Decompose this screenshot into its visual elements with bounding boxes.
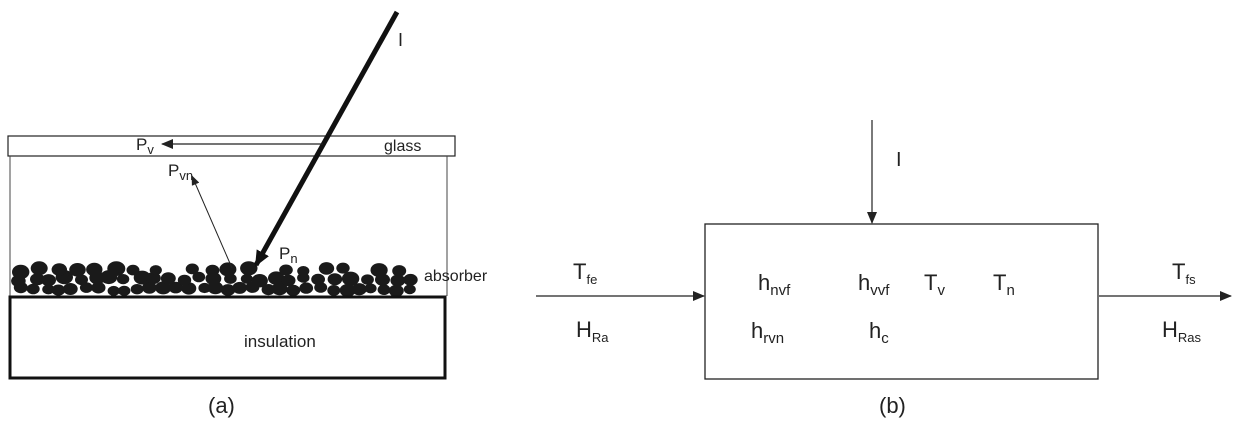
absorber-pebble: [205, 264, 220, 277]
inlet-temp-label: Tfe: [573, 259, 597, 287]
absorber-pebble: [327, 273, 343, 286]
irradiance-label: I: [896, 149, 902, 171]
pvn-reflection-arrow: [191, 175, 233, 269]
absorber-pebble: [12, 264, 30, 280]
coef-h-c: hc: [869, 318, 889, 347]
absorber-pebble: [107, 285, 120, 296]
incident-label: I: [398, 30, 403, 50]
absorber-pebble: [327, 285, 341, 296]
absorber-pebble: [251, 274, 268, 288]
absorber-pebble: [107, 261, 126, 276]
absorber-pebble: [311, 273, 325, 286]
absorber-pebble: [145, 272, 161, 285]
absorber-pebble: [118, 285, 131, 296]
absorber-pebble: [30, 261, 48, 276]
absorber-pebble: [79, 282, 93, 293]
absorber-pebble: [26, 283, 40, 295]
absorber-pebble: [339, 283, 356, 297]
absorber-pebble: [370, 263, 388, 278]
pv-label: Pv: [136, 135, 154, 157]
coef-h-nvf: hnvf: [758, 270, 791, 299]
absorber-pebble: [160, 272, 176, 285]
absorber-pebble: [51, 263, 67, 276]
absorber-pebble: [318, 262, 335, 275]
absorber-pebble: [297, 266, 310, 276]
absorber-pebble: [299, 282, 314, 294]
absorber-pebble: [42, 284, 55, 295]
coef-t-n: Tn: [993, 270, 1015, 299]
coef-h-rvn: hrvn: [751, 318, 784, 347]
absorber-pebble: [232, 281, 247, 294]
absorber-pebble-bed: [11, 261, 418, 297]
glass-cover: [7, 135, 456, 157]
absorber-pebble: [91, 281, 106, 294]
coef-h-vvf: hvvf: [858, 270, 890, 299]
absorber-pebble: [220, 284, 236, 296]
pn-label: Pn: [279, 244, 298, 266]
collector-box: [704, 223, 1099, 380]
outlet-humidity-label: HRas: [1162, 317, 1202, 345]
absorber-pebble: [271, 282, 288, 296]
absorber-pebble: [390, 274, 406, 287]
absorber-pebble: [364, 283, 377, 294]
absorber-pebble: [142, 281, 157, 294]
absorber-pebble: [130, 284, 144, 295]
absorber-pebble: [341, 271, 360, 286]
absorber-pebble: [177, 274, 192, 286]
caption-b: (b): [879, 393, 906, 418]
absorber-pebble: [185, 263, 199, 275]
absorber-pebble: [192, 271, 206, 283]
glass-label: glass: [384, 138, 421, 155]
absorber-pebble: [133, 270, 151, 285]
absorber-pebble: [336, 262, 350, 274]
coef-t-v: Tv: [924, 270, 945, 299]
absorber-pebble: [351, 283, 367, 296]
absorber-pebble: [240, 273, 253, 284]
caption-a: (a): [208, 393, 235, 418]
absorber-pebble: [168, 281, 183, 294]
outlet-temp-label: Tfs: [1172, 259, 1196, 287]
absorber-pebble: [403, 284, 416, 295]
absorber-pebble: [63, 283, 78, 295]
absorber-pebble: [286, 284, 301, 297]
absorber-pebble: [75, 274, 88, 286]
absorber-pebble: [86, 262, 103, 277]
absorber-pebble: [69, 263, 86, 277]
absorber-pebble: [219, 262, 237, 277]
absorber-pebble: [240, 261, 258, 276]
absorber-pebble: [279, 264, 293, 276]
inlet-humidity-label: HRa: [576, 317, 609, 345]
absorber-pebble: [281, 274, 296, 287]
absorber-pebble: [403, 273, 418, 286]
absorber-pebble: [126, 264, 140, 276]
absorber-pebble: [41, 274, 56, 287]
pvn-label: Pvn: [168, 161, 193, 183]
absorber-pebble: [361, 274, 374, 285]
insulation-label: insulation: [244, 332, 316, 351]
absorber-pebble: [30, 273, 45, 286]
absorber-pebble: [155, 281, 172, 295]
absorber-pebble: [116, 274, 130, 285]
absorber-pebble: [198, 282, 211, 294]
absorber-pebble: [377, 284, 391, 296]
absorber-pebble: [268, 271, 285, 285]
absorber-pebble: [149, 265, 162, 276]
absorber-pebble: [388, 284, 404, 297]
panel-b: I Tfe HRa Tfs HRas hnvf hvvf Tv Tn hrvn …: [536, 120, 1232, 418]
absorber-pebble: [51, 284, 66, 296]
panel-a: glass absorber insulation I Pv Pvn Pn (a…: [7, 10, 488, 418]
absorber-label: absorber: [424, 268, 488, 285]
absorber-pebble: [392, 265, 407, 277]
incident-radiation-arrow: [253, 10, 400, 267]
absorber-pebble: [261, 284, 276, 296]
insulation-block: [8, 295, 447, 380]
